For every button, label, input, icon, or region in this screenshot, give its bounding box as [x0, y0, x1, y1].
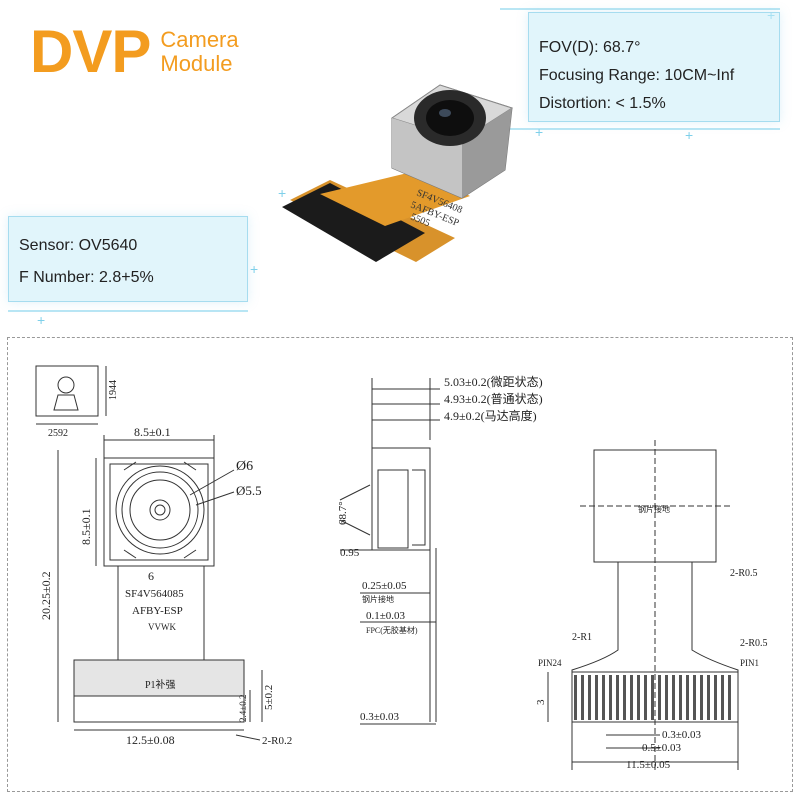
back-dim-05: 0.5±0.03 — [642, 742, 682, 754]
stiffener-label: P1补强 — [145, 678, 176, 691]
plus-icon: + — [278, 185, 287, 201]
back-dim-115: 11.5±0.05 — [626, 759, 671, 771]
stiffener-hatch — [73, 659, 245, 697]
front-total-length: 20.25±0.2 — [39, 571, 53, 620]
side-dim-01: 0.1±0.03 — [366, 610, 406, 622]
front-side-height: 8.5±0.1 — [79, 508, 93, 545]
plus-icon: + — [37, 312, 46, 328]
back-pin24: PIN24 — [538, 658, 562, 668]
spec-distortion: Distortion: < 1.5% — [539, 95, 666, 112]
plus-icon: + — [685, 127, 694, 143]
fpc-connector — [282, 183, 425, 262]
spec-fov: FOV(D): 68.7° — [539, 39, 641, 56]
front-dim-24: 2.4±0.2 — [238, 695, 248, 722]
front-dim-5: 5±0.2 — [263, 685, 275, 710]
back-r05-mid: 2-R0.5 — [740, 638, 768, 649]
side-dim-025: 0.25±0.05 — [362, 580, 407, 592]
side-dim-025-note: 钢片接地 — [362, 594, 394, 604]
side-height-normal: 4.93±0.2(普通状态) — [444, 392, 543, 406]
back-pin1: PIN1 — [740, 658, 759, 668]
front-corner-radius: 2-R0.2 — [262, 735, 292, 747]
product-banner: DVP Camera Module + + + + + + FOV(D): 68… — [0, 0, 800, 330]
side-height-motor: 4.9±0.2(马达高度) — [444, 408, 537, 423]
plus-icon: + — [535, 124, 544, 140]
drawing-frame — [7, 337, 793, 792]
fpc-label-3: VVWK — [148, 622, 176, 632]
logo-box — [35, 365, 99, 417]
brand-dvp: DVP — [30, 18, 151, 85]
spec-sensor: Sensor: OV5640 — [19, 237, 138, 254]
side-fov-angle: 68.7° — [337, 501, 349, 525]
technical-drawing: 2592 1944 8.5±0.1 8.5±0.1 Ø6 Ø5.5 6 SF4V… — [35, 365, 768, 771]
side-dim-095: 0.95 — [340, 547, 360, 559]
fpc-label-2: AFBY-ESP — [132, 605, 183, 617]
spec-panel-left: Sensor: OV5640 F Number: 2.8+5% — [8, 216, 248, 302]
back-fpc — [571, 562, 739, 723]
spec-focusing-range: Focusing Range: 10CM~Inf — [539, 67, 735, 84]
side-dim-01-note: FPC(无胶基材) — [366, 625, 418, 635]
spec-f-number: F Number: 2.8+5% — [19, 269, 154, 286]
back-r1: 2-R1 — [572, 632, 592, 643]
side-height-macro: 5.03±0.2(微距状态) — [444, 375, 543, 389]
camera-module-photo: SF4V56408 5AFBY-ESP 5505 — [282, 84, 514, 262]
plus-icon: + — [250, 261, 259, 277]
fpc-label-1: SF4V564085 — [125, 588, 184, 600]
brand-subtitle-line1: Camera — [160, 27, 239, 52]
front-inner6: 6 — [148, 569, 154, 583]
back-dim-3: 3 — [535, 699, 547, 705]
brand-subtitle-line2: Module — [160, 51, 233, 76]
front-housing — [103, 457, 215, 567]
spec-panel-right: FOV(D): 68.7° Focusing Range: 10CM~Inf D… — [528, 12, 780, 122]
logo-height-label: 1944 — [108, 380, 119, 400]
back-r05-top: 2-R0.5 — [730, 568, 758, 579]
deco-line — [480, 128, 780, 130]
front-top-width: 8.5±0.1 — [134, 425, 171, 439]
front-bottom-width: 12.5±0.08 — [126, 733, 175, 747]
front-phi6: Ø6 — [236, 459, 253, 474]
side-dim-03: 0.3±0.03 — [360, 711, 400, 723]
brand-logo: DVP Camera Module — [30, 22, 239, 82]
deco-line — [8, 310, 248, 312]
side-housing — [371, 447, 431, 551]
front-phi55: Ø5.5 — [236, 483, 262, 498]
logo-width-label: 2592 — [48, 428, 68, 439]
deco-line — [500, 8, 780, 10]
brand-subtitle: Camera Module — [150, 28, 238, 76]
back-dim-03: 0.3±0.03 — [662, 729, 702, 741]
back-ground-label: 钢片接地 — [638, 504, 670, 514]
